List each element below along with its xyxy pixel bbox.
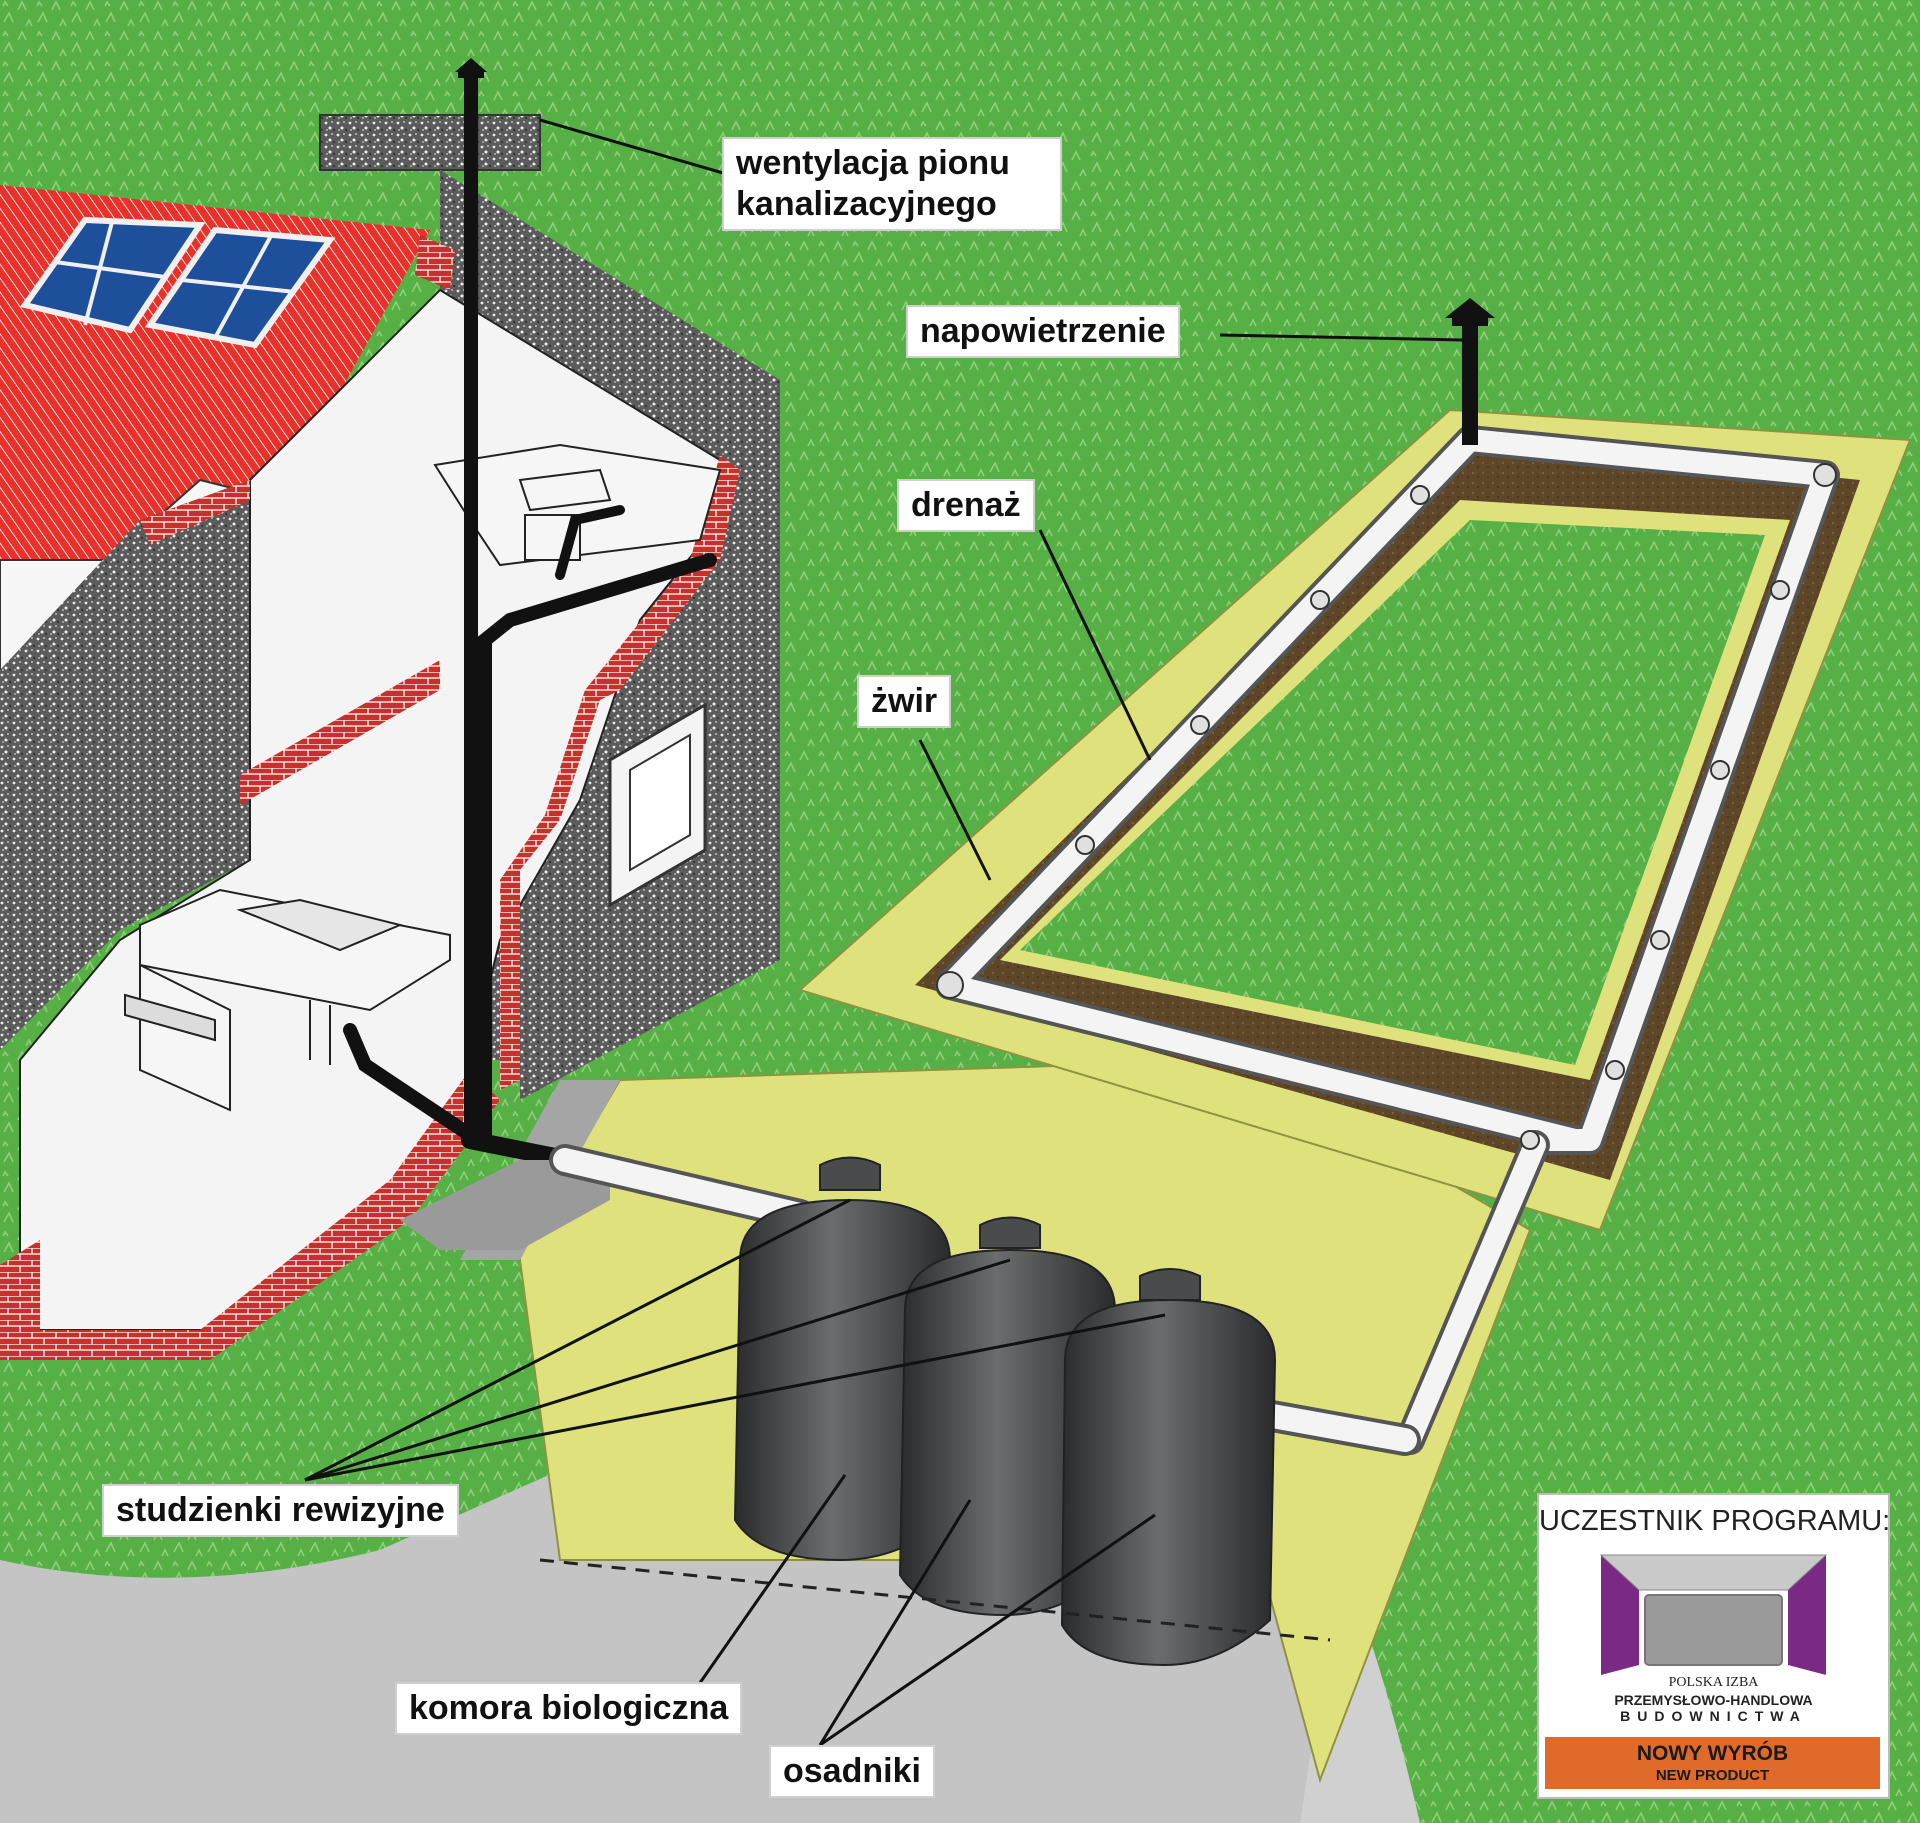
leader-lines <box>304 118 1463 1747</box>
badge-product-en: NEW PRODUCT <box>1655 1767 1770 1784</box>
badge-product-band: NOWY WYRÓB NEW PRODUCT <box>1545 1737 1880 1789</box>
house-window <box>608 702 707 908</box>
label-biological-chamber: komora biologiczna <box>395 1682 743 1735</box>
badge-product-pl: NOWY WYRÓB <box>1636 1742 1789 1765</box>
house <box>0 58 780 1360</box>
drainage-pipe-couplings <box>936 463 1837 1150</box>
inflow-pipe <box>549 1144 816 1231</box>
label-gravel: żwir <box>857 675 952 728</box>
label-drainage: drenaż <box>897 479 1035 532</box>
kitchen-cabinet <box>124 888 451 1112</box>
aeration-vent-pipe <box>1445 298 1495 445</box>
ground-level-dashed <box>539 1558 1331 1642</box>
program-badge: UCZESTNIK PROGRAMU: POLSKA IZBA PRZEMYSŁ… <box>1537 1493 1890 1799</box>
label-aeration: napowietrzenie <box>906 305 1180 358</box>
roof-vent-cap <box>455 58 487 78</box>
badge-header: UCZESTNIK PROGRAMU: <box>1539 1505 1891 1537</box>
badge-org-line2: PRZEMYSŁOWO-HANDLOWA <box>1614 1692 1813 1708</box>
solar-panels <box>19 216 336 349</box>
badge-org-line1: POLSKA IZBA <box>1668 1675 1759 1690</box>
badge-org-line3: BUDOWNICTWA <box>1620 1708 1807 1724</box>
label-vent-stack: wentylacja pionu kanalizacyjnego <box>722 137 1062 231</box>
tank-settler-2 <box>1060 1268 1277 1667</box>
drain-field-inner-grass <box>1020 520 1765 1065</box>
label-vent-line2: kanalizacyjnego <box>736 185 997 223</box>
outflow-pipe <box>1234 1396 1421 1456</box>
label-settlers: osadniki <box>769 1745 935 1798</box>
label-inspection-wells: studzienki rewizyjne <box>102 1484 459 1537</box>
badge-logo-icon <box>1599 1554 1828 1675</box>
bathtub <box>433 443 722 567</box>
label-vent-line1: wentylacja pionu <box>736 144 1010 182</box>
